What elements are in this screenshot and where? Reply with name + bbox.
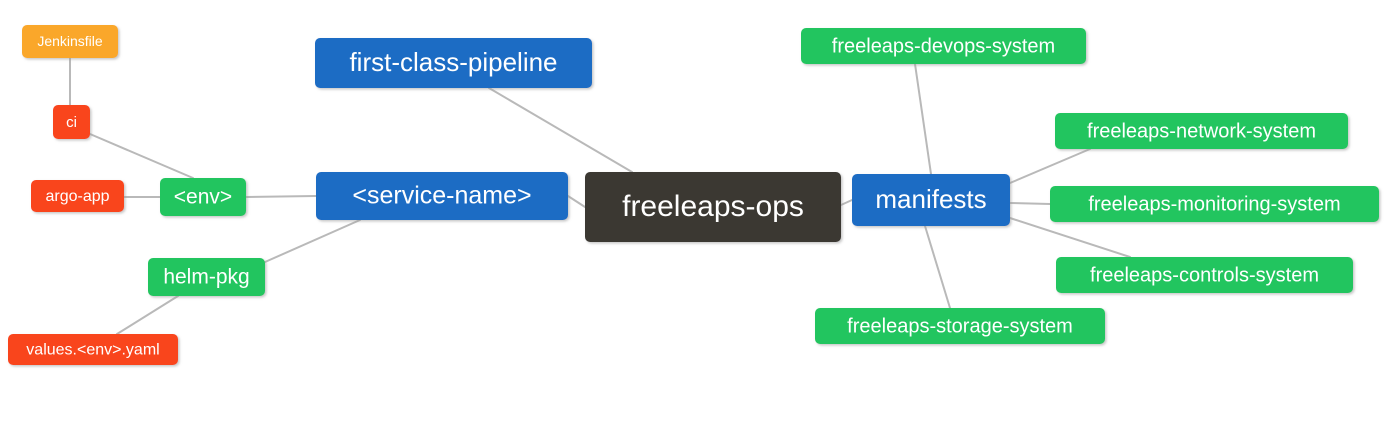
node-label-freeleaps-controls-system: freeleaps-controls-system [1090, 264, 1319, 286]
node-freeleaps-ops[interactable]: freeleaps-ops [585, 172, 841, 242]
edge-service-name-to-helm-pkg [264, 219, 361, 263]
node-helm-pkg[interactable]: helm-pkg [148, 258, 265, 296]
node-freeleaps-devops-system[interactable]: freeleaps-devops-system [801, 28, 1086, 64]
edge-manifests-to-freeleaps-controls-system [1009, 217, 1131, 258]
node-label-jenkinsfile: Jenkinsfile [37, 33, 103, 49]
node-label-manifests: manifests [875, 184, 986, 214]
node-freeleaps-monitoring-system[interactable]: freeleaps-monitoring-system [1050, 186, 1379, 222]
node-env[interactable]: <env> [160, 178, 246, 216]
edge-service-name-to-env [245, 195, 317, 198]
node-jenkinsfile[interactable]: Jenkinsfile [22, 25, 118, 58]
node-freeleaps-controls-system[interactable]: freeleaps-controls-system [1056, 257, 1353, 293]
edge-manifests-to-freeleaps-network-system [1009, 148, 1091, 184]
node-label-helm-pkg: helm-pkg [163, 266, 249, 289]
node-freeleaps-network-system[interactable]: freeleaps-network-system [1055, 113, 1348, 149]
node-label-values-env-yaml: values.<env>.yaml [26, 342, 159, 359]
node-service-name[interactable]: <service-name> [316, 172, 568, 220]
node-box-service-name[interactable] [316, 172, 568, 220]
node-box-env[interactable] [160, 178, 246, 216]
node-label-freeleaps-storage-system: freeleaps-storage-system [847, 315, 1073, 337]
node-label-freeleaps-monitoring-system: freeleaps-monitoring-system [1088, 193, 1340, 215]
edges-layer [69, 57, 1131, 335]
nodes-layer: freeleaps-ops <service-name> first-class-p… [8, 25, 1379, 365]
node-box-freeleaps-controls-system[interactable] [1056, 257, 1353, 293]
node-first-class-pipeline[interactable]: first-class-pipeline [315, 38, 592, 88]
node-label-service-name: <service-name> [352, 182, 531, 210]
node-label-freeleaps-ops: freeleaps-ops [622, 190, 804, 223]
node-box-freeleaps-network-system[interactable] [1055, 113, 1348, 149]
node-values-env-yaml[interactable]: values.<env>.yaml [8, 334, 178, 365]
node-freeleaps-storage-system[interactable]: freeleaps-storage-system [815, 308, 1105, 344]
node-box-freeleaps-monitoring-system[interactable] [1050, 186, 1379, 222]
edge-freeleaps-ops-to-service-name [567, 195, 586, 208]
node-label-env: <env> [174, 186, 232, 209]
node-box-freeleaps-ops[interactable] [585, 172, 841, 242]
node-label-freeleaps-devops-system: freeleaps-devops-system [832, 35, 1055, 57]
node-argo-app[interactable]: argo-app [31, 180, 124, 212]
edge-freeleaps-ops-to-manifests [840, 199, 853, 206]
edge-manifests-to-freeleaps-storage-system [924, 225, 951, 309]
node-box-freeleaps-storage-system[interactable] [815, 308, 1105, 344]
node-ci[interactable]: ci [53, 105, 90, 139]
node-box-values-env-yaml[interactable] [8, 334, 178, 365]
edge-freeleaps-ops-to-first-class-pipeline [488, 87, 633, 173]
node-box-freeleaps-devops-system[interactable] [801, 28, 1086, 64]
node-box-helm-pkg[interactable] [148, 258, 265, 296]
edge-helm-pkg-to-values-env-yaml [116, 295, 179, 335]
edge-manifests-to-freeleaps-devops-system [914, 63, 932, 175]
edge-env-to-ci [89, 133, 194, 179]
node-box-jenkinsfile[interactable] [22, 25, 118, 58]
node-label-ci: ci [66, 114, 77, 131]
node-box-first-class-pipeline[interactable] [315, 38, 592, 88]
node-box-argo-app[interactable] [31, 180, 124, 212]
node-box-ci[interactable] [53, 105, 90, 139]
edge-manifests-to-freeleaps-monitoring-system [1009, 202, 1051, 205]
node-box-manifests[interactable] [852, 174, 1010, 226]
node-label-argo-app: argo-app [45, 188, 109, 205]
node-label-freeleaps-network-system: freeleaps-network-system [1087, 120, 1316, 142]
node-manifests[interactable]: manifests [852, 174, 1010, 226]
node-label-first-class-pipeline: first-class-pipeline [349, 47, 557, 77]
